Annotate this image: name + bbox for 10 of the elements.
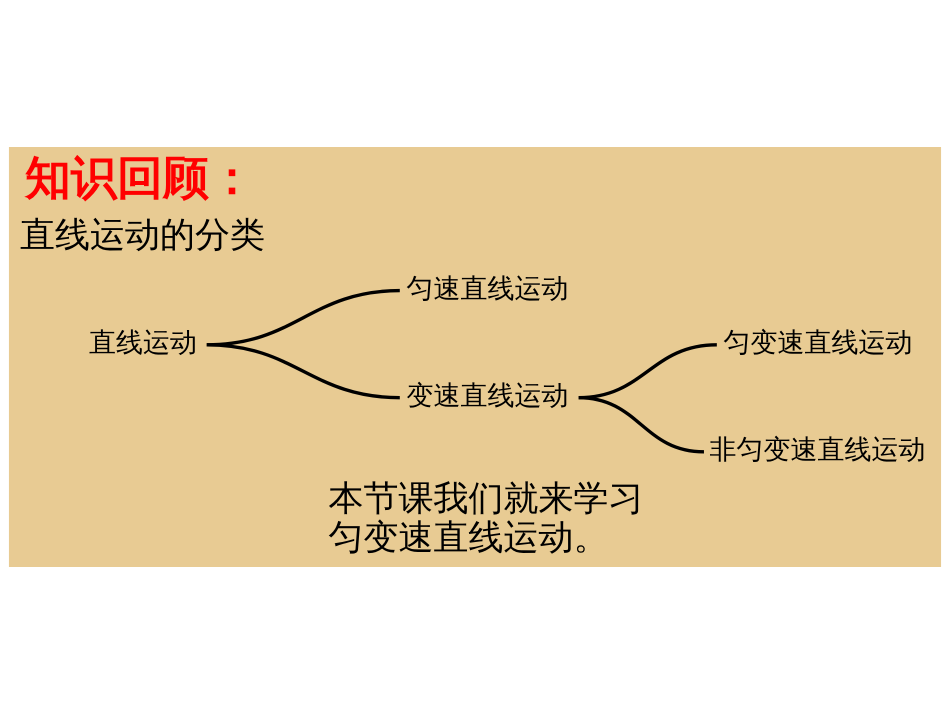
node-text: 非匀变速直线运动 [709, 434, 926, 466]
label: 直线运动的分类 [20, 214, 265, 255]
connector [578, 395, 704, 454]
label: 本节课我们就来学习匀变速直线运动。 [328, 477, 644, 558]
connector [206, 342, 400, 399]
node-text: 变速直线运动 [406, 380, 569, 411]
diagram-title: 知识回顾： [25, 150, 256, 204]
node-text: 直线运动 [88, 327, 197, 358]
node-text: 匀速直线运动 [406, 272, 569, 304]
node-text: 匀变速直线运动 [724, 327, 913, 358]
